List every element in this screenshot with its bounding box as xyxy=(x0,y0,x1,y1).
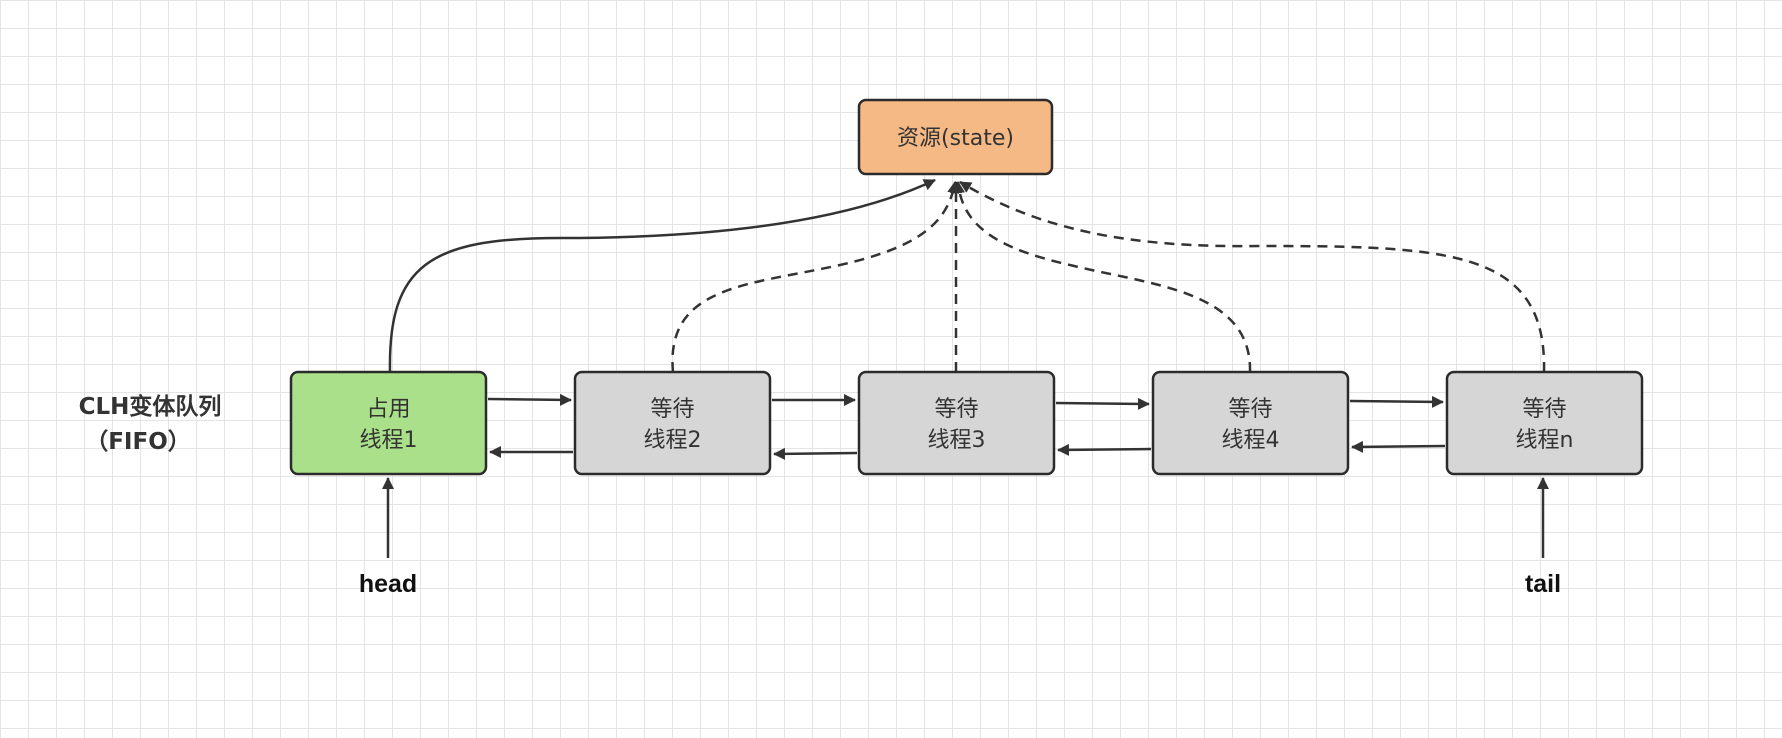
thread-node-2: 等待 线程2 xyxy=(573,370,772,476)
thread-node-state: 等待 xyxy=(650,397,694,422)
thread-node-name: 线程3 xyxy=(928,428,986,453)
edge-thread1-to-resource xyxy=(388,178,936,373)
edge-prev-4-3 xyxy=(1057,443,1152,456)
queue-title-line1: CLH变体队列 xyxy=(79,393,222,420)
resource-box: 资源(state) xyxy=(857,98,1054,176)
thread-node-state: 占用 xyxy=(366,397,410,422)
edge-next-4-n xyxy=(1349,395,1444,408)
edge-thread4-to-resource xyxy=(953,181,1252,373)
resource-label: 资源(state) xyxy=(897,126,1014,151)
thread-node-4: 等待 线程4 xyxy=(1151,370,1350,476)
thread-node-rect xyxy=(573,370,772,476)
thread-node-rect xyxy=(289,370,488,476)
head-label: head xyxy=(359,570,417,598)
thread-node-name: 线程4 xyxy=(1222,428,1280,453)
thread-node-3: 等待 线程3 xyxy=(857,370,1056,476)
thread-node-name: 线程2 xyxy=(644,428,702,453)
edge-prev-n-4 xyxy=(1351,440,1446,453)
tail-label: tail xyxy=(1525,570,1561,598)
thread-node-rect xyxy=(857,370,1056,476)
thread-node-state: 等待 xyxy=(934,397,978,422)
thread-node-rect xyxy=(1445,370,1644,476)
edge-next-3-4 xyxy=(1055,397,1150,410)
thread-node-state: 等待 xyxy=(1228,397,1272,422)
thread-node-n: 等待 线程n xyxy=(1445,370,1644,476)
thread-node-state: 等待 xyxy=(1522,397,1566,422)
queue-title-line2: （FIFO） xyxy=(85,428,191,455)
edge-next-1-2 xyxy=(487,393,572,406)
thread-node-1: 占用 线程1 xyxy=(289,370,488,476)
edge-thread2-to-resource xyxy=(671,181,960,373)
edge-threadn-to-resource xyxy=(959,180,1546,373)
thread-node-name: 线程1 xyxy=(360,428,418,453)
resource-box-rect xyxy=(857,98,1054,176)
queue-title: CLH变体队列 （FIFO） xyxy=(79,393,222,455)
thread-node-name: 线程n xyxy=(1516,428,1574,453)
edge-prev-3-2 xyxy=(773,447,858,460)
thread-node-rect xyxy=(1151,370,1350,476)
